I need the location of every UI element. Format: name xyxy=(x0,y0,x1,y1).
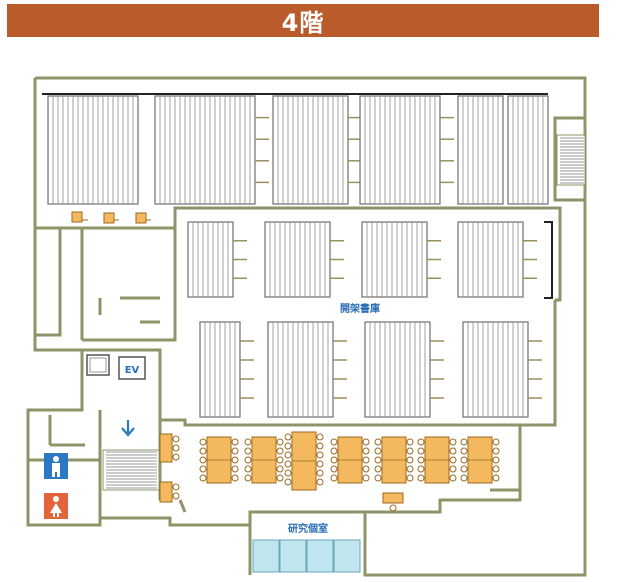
reading-table xyxy=(330,436,370,484)
stacks-label: 開架書庫 xyxy=(340,302,380,315)
reading-table xyxy=(374,436,414,484)
reading-tables xyxy=(159,431,500,512)
wall-bracket xyxy=(544,221,553,299)
study-booth xyxy=(279,539,307,573)
bookshelf-block xyxy=(457,221,537,298)
study-booth xyxy=(306,539,334,573)
reading-table xyxy=(417,436,457,484)
stairs-east xyxy=(556,134,586,186)
restroom-male-icon xyxy=(44,453,68,479)
restroom-female-icon xyxy=(44,493,68,519)
bookshelf-block xyxy=(359,95,454,205)
copier-boxes xyxy=(71,211,151,224)
bookshelf-block xyxy=(187,221,247,298)
reading-table xyxy=(159,433,180,463)
bookshelf-block xyxy=(507,95,549,205)
down-arrow-icon xyxy=(121,420,135,437)
elevator-icon: EV xyxy=(86,354,146,380)
bookshelf-block xyxy=(154,95,269,205)
reading-table xyxy=(199,436,239,484)
reading-table xyxy=(244,436,284,484)
reading-table xyxy=(159,481,180,503)
bookshelf-block xyxy=(361,221,441,298)
bookshelf-block xyxy=(457,95,504,205)
study-booths xyxy=(252,539,361,573)
bookshelf-blocks xyxy=(47,95,549,418)
stairs-south xyxy=(102,449,160,491)
reading-table xyxy=(284,431,324,491)
bookshelf-block xyxy=(462,321,542,418)
study-booth xyxy=(333,539,361,573)
floor-title: 4階 xyxy=(281,9,325,37)
bookshelf-block xyxy=(364,321,444,418)
bookshelf-block xyxy=(272,95,362,205)
elevator-label: EV xyxy=(125,365,140,376)
reading-table xyxy=(382,492,404,512)
study-booth xyxy=(252,539,280,573)
bookshelf-block xyxy=(264,221,344,298)
bookshelf-block xyxy=(199,321,254,418)
study-room-label: 研究個室 xyxy=(288,522,328,535)
reading-table xyxy=(460,436,500,484)
bookshelf-block xyxy=(267,321,347,418)
floor-banner: 4階 xyxy=(7,4,599,37)
bookshelf-block xyxy=(47,95,139,205)
